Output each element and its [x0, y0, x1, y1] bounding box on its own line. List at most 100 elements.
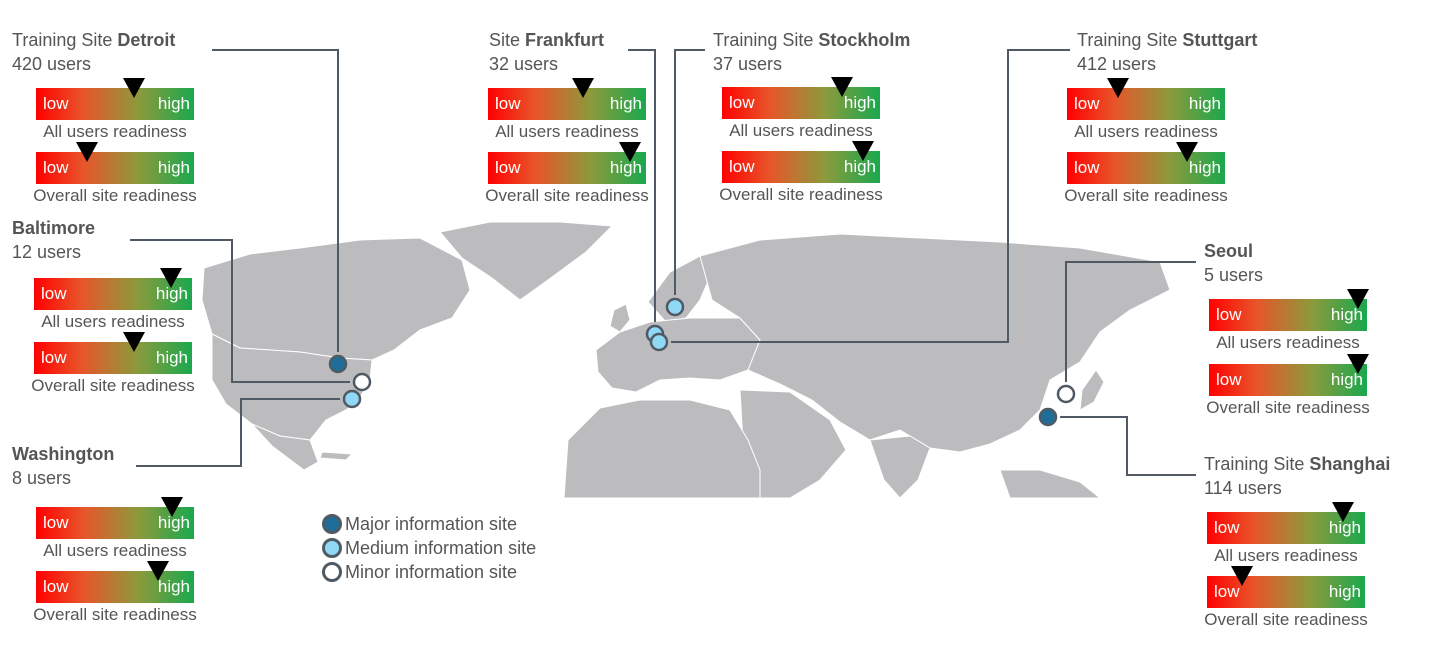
- readiness-bar: low high: [1207, 502, 1365, 544]
- gauge-high-label: high: [609, 94, 642, 113]
- gauge-high-label: high: [1188, 94, 1221, 113]
- site-label-washington: Washington 8 users: [12, 442, 114, 490]
- site-name: Baltimore: [12, 218, 96, 238]
- legend-item-medium: Medium information site: [322, 536, 536, 560]
- gauge-high-label: high: [1328, 582, 1361, 601]
- gauge-seoul-all-users: low high All users readiness: [1185, 289, 1369, 353]
- site-name: Stuttgart: [1182, 30, 1258, 50]
- readiness-bar: low high: [1067, 78, 1225, 120]
- site-prefix: Training Site: [1204, 454, 1310, 474]
- gauge-low-label: low: [1214, 582, 1240, 601]
- readiness-bar: low high: [722, 77, 880, 119]
- site-name: Detroit: [117, 30, 176, 50]
- site-prefix: Site: [489, 30, 526, 50]
- gauge-frankfurt-overall: low high Overall site readiness: [464, 142, 649, 206]
- gauge-high-label: high: [843, 157, 876, 176]
- leader-line-washington: [136, 398, 340, 467]
- gauge-low-label: low: [495, 94, 521, 113]
- leader-line-stockholm: [674, 49, 705, 295]
- readiness-bar: low high: [488, 142, 646, 184]
- land-cuba: [319, 451, 354, 461]
- leader-line-detroit: [212, 49, 339, 352]
- gauge-caption: All users readiness: [43, 541, 187, 560]
- gauge-high-label: high: [155, 284, 188, 303]
- site-name: Frankfurt: [525, 30, 605, 50]
- gauge-low-label: low: [729, 93, 755, 112]
- readiness-bar: low high: [34, 268, 192, 310]
- readiness-marker-icon: [619, 142, 642, 162]
- readiness-marker-icon: [851, 141, 874, 161]
- site-label-baltimore: Baltimore 12 users: [12, 216, 95, 264]
- readiness-marker-icon: [160, 268, 183, 288]
- legend-item-major: Major information site: [322, 512, 536, 536]
- readiness-bar: low high: [36, 142, 194, 184]
- site-marker-seoul[interactable]: [1056, 384, 1076, 404]
- legend-item-minor: Minor information site: [322, 560, 536, 584]
- site-label-shanghai: Training Site Shanghai 114 users: [1204, 452, 1390, 500]
- gauge-low-label: low: [43, 577, 69, 596]
- readiness-bar: low high: [1207, 566, 1365, 608]
- site-label-frankfurt: Site Frankfurt 32 users: [489, 28, 604, 76]
- readiness-marker-icon: [1106, 78, 1129, 98]
- gauge-high-label: high: [843, 93, 876, 112]
- land-japan: [1079, 369, 1105, 411]
- land-sea-islands: [999, 469, 1102, 499]
- readiness-marker-icon: [1230, 566, 1253, 586]
- readiness-marker-icon: [1331, 502, 1354, 522]
- gauge-caption: All users readiness: [1214, 546, 1358, 565]
- readiness-marker-icon: [122, 78, 145, 98]
- legend-label: Minor information site: [345, 561, 518, 582]
- gauge-caption: Overall site readiness: [1206, 398, 1370, 417]
- gauge-shanghai-all-users: low high All users readiness: [1183, 502, 1365, 566]
- gauge-caption: Overall site readiness: [719, 185, 883, 204]
- gauge-low-label: low: [41, 284, 67, 303]
- gauge-stuttgart-overall: low high Overall site readiness: [1043, 142, 1228, 206]
- site-name: Stockholm: [818, 30, 911, 50]
- site-label-stuttgart: Training Site Stuttgart 412 users: [1077, 28, 1257, 76]
- readiness-bar: low high: [36, 78, 194, 120]
- readiness-bar: low high: [722, 141, 880, 183]
- site-prefix: Training Site: [713, 30, 819, 50]
- readiness-bar: low high: [1067, 142, 1225, 184]
- gauge-caption: All users readiness: [41, 312, 185, 331]
- site-users: 37 users: [713, 54, 783, 74]
- gauge-caption: Overall site readiness: [33, 605, 197, 624]
- gauge-high-label: high: [609, 158, 642, 177]
- site-marker-shanghai[interactable]: [1038, 407, 1058, 427]
- site-marker-detroit[interactable]: [328, 354, 348, 374]
- gauge-washington-overall: low high Overall site readiness: [12, 561, 197, 625]
- leader-line-baltimore: [130, 239, 350, 383]
- legend-label: Major information site: [345, 513, 518, 534]
- readiness-marker-icon: [160, 497, 183, 517]
- land-north-america-north: [201, 237, 471, 361]
- site-marker-stockholm[interactable]: [665, 297, 685, 317]
- readiness-bar: low high: [1209, 289, 1369, 331]
- site-markers: [328, 297, 1076, 427]
- gauge-high-label: high: [157, 94, 190, 113]
- gauge-caption: All users readiness: [43, 122, 187, 141]
- gauge-high-label: high: [157, 513, 190, 532]
- site-name: Seoul: [1204, 241, 1254, 261]
- gauge-caption: Overall site readiness: [31, 376, 195, 395]
- site-users: 32 users: [489, 54, 559, 74]
- site-marker-baltimore[interactable]: [352, 372, 372, 392]
- gauge-shanghai-overall: low high Overall site readiness: [1183, 566, 1368, 630]
- site-prefix: Training Site: [12, 30, 118, 50]
- gauge-low-label: low: [1216, 370, 1242, 389]
- land-india: [869, 435, 931, 499]
- gauge-baltimore-overall: low high Overall site readiness: [10, 332, 195, 396]
- site-label-stockholm: Training Site Stockholm 37 users: [713, 28, 910, 76]
- readiness-marker-icon: [1346, 289, 1369, 309]
- legend-label: Medium information site: [345, 537, 537, 558]
- leader-lines: [130, 49, 1196, 476]
- site-marker-washington[interactable]: [342, 389, 362, 409]
- land-uk: [609, 303, 631, 333]
- readiness-marker-icon: [1176, 142, 1199, 162]
- site-marker-stuttgart[interactable]: [649, 332, 669, 352]
- site-users: 114 users: [1204, 478, 1282, 498]
- gauge-stockholm-overall: low high Overall site readiness: [698, 141, 883, 205]
- land-mexico: [251, 423, 319, 471]
- site-users: 420 users: [12, 54, 92, 74]
- leader-line-frankfurt: [628, 49, 656, 322]
- site-users: 5 users: [1204, 265, 1264, 285]
